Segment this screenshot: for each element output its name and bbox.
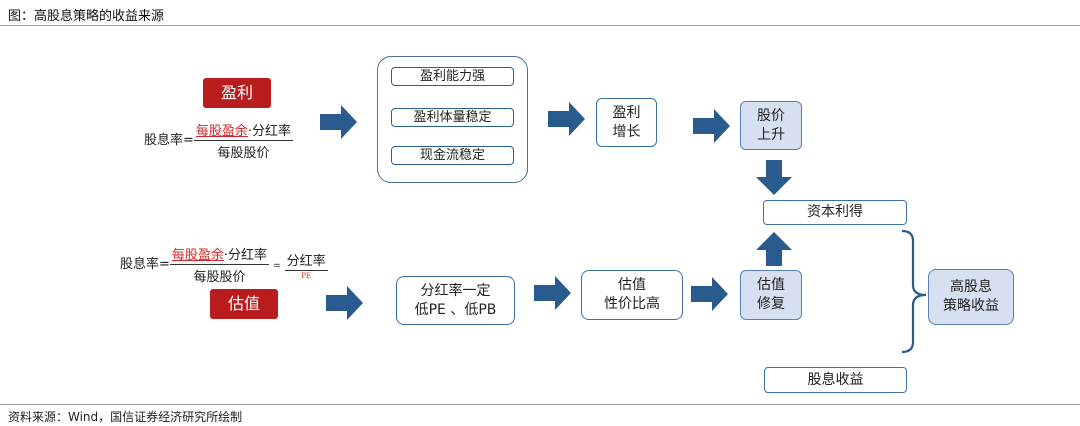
formula2-rhs-denominator: PE <box>301 271 312 280</box>
arrow-right-1 <box>320 105 357 139</box>
formula-eps: 每股盈余 <box>195 124 248 139</box>
valuation-recovery-line1: 估值 <box>757 277 785 293</box>
profit-growth-line1: 盈利 <box>612 104 641 121</box>
factor-stable-profit-scale: 盈利体量稳定 <box>391 108 514 127</box>
figure-title: 图：高股息策略的收益来源 <box>8 9 165 24</box>
tag-valuation: 估值 <box>210 289 278 319</box>
payout-line2: 低PE 、低PB <box>414 301 497 318</box>
arrow-down <box>756 160 792 195</box>
factor-stable-cashflow: 现金流稳定 <box>391 146 514 165</box>
strategy-return-line2: 策略收益 <box>943 298 999 314</box>
formula-denominator: 每股股价 <box>217 146 270 161</box>
formula-lhs: 股息率= <box>144 133 194 148</box>
strategy-return-box: 高股息 策略收益 <box>928 269 1014 325</box>
profit-growth-line2: 增长 <box>612 123 641 140</box>
top-divider <box>0 25 1080 26</box>
formula2-rhs-fraction: 分红率 PE <box>284 250 328 280</box>
formula-bottom: 股息率= 每股盈余·分红率 每股股价 = 分红率 PE <box>120 244 328 285</box>
dividend-income-box: 股息收益 <box>764 367 907 393</box>
tag-profit: 盈利 <box>203 78 271 108</box>
strategy-return-line1: 高股息 <box>950 279 992 295</box>
valuation-attractive-line1: 估值 <box>618 277 646 293</box>
valuation-attractive-line2: 性价比高 <box>604 296 660 312</box>
arrow-right-3 <box>693 109 730 143</box>
formula-top: 股息率= 每股盈余·分红率 每股股价 <box>144 120 294 161</box>
arrow-up <box>756 232 792 266</box>
price-rise-box: 股价 上升 <box>740 101 802 150</box>
valuation-recovery-box: 估值 修复 <box>740 270 802 320</box>
arrow-right-6 <box>691 277 728 311</box>
valuation-recovery-line2: 修复 <box>757 296 785 312</box>
factor-strong-profitability: 盈利能力强 <box>391 67 514 86</box>
formula2-eq: = <box>273 261 281 271</box>
payout-line1: 分红率一定 <box>420 282 491 299</box>
arrow-right-2 <box>548 102 585 136</box>
payout-low-pe-box: 分红率一定 低PE 、低PB <box>396 276 515 325</box>
bracket <box>901 229 927 354</box>
profit-factors-group <box>377 56 528 183</box>
bottom-divider <box>0 404 1080 405</box>
source-note: 资料来源：Wind，国信证券经济研究所绘制 <box>8 410 243 424</box>
formula2-fraction: 每股盈余·分红率 每股股价 <box>169 244 270 285</box>
formula-numerator: 每股盈余·分红率 <box>193 120 294 141</box>
formula2-eps: 每股盈余 <box>171 248 224 263</box>
formula-fraction: 每股盈余·分红率 每股股价 <box>193 120 294 161</box>
formula-payout: ·分红率 <box>247 124 292 139</box>
arrow-right-4 <box>326 286 363 320</box>
capital-gain-box: 资本利得 <box>763 200 907 225</box>
formula2-rhs-numerator: 分红率 <box>284 250 328 271</box>
formula2-numerator: 每股盈余·分红率 <box>169 244 270 265</box>
valuation-attractive-box: 估值 性价比高 <box>581 270 683 320</box>
formula2-denominator: 每股股价 <box>193 270 246 285</box>
profit-growth-box: 盈利 增长 <box>596 98 657 147</box>
formula2-payout: ·分红率 <box>223 248 268 263</box>
formula2-lhs: 股息率= <box>120 257 170 272</box>
arrow-right-5 <box>534 276 571 310</box>
price-rise-line1: 股价 <box>757 107 785 124</box>
price-rise-line2: 上升 <box>757 126 785 143</box>
